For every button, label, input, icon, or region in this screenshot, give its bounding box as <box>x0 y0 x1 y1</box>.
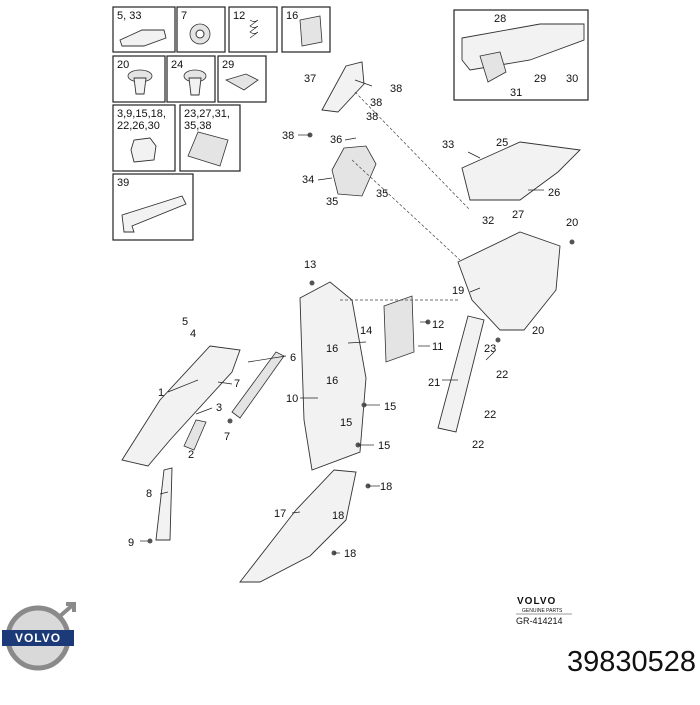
callout-25: 25 <box>496 137 508 149</box>
callout-29: 29 <box>534 73 546 85</box>
svg-text:VOLVO: VOLVO <box>517 596 556 607</box>
inset-box-7: 7 <box>176 6 226 53</box>
callout-18: 18 <box>332 510 344 522</box>
callout-35: 35 <box>326 196 338 208</box>
part-1-a-pillar-trim <box>121 345 241 467</box>
leader-lines <box>140 79 544 554</box>
callout-33: 33 <box>442 139 454 151</box>
callout-20: 20 <box>566 217 578 229</box>
callout-22: 22 <box>484 409 496 421</box>
callout-22: 22 <box>472 439 484 451</box>
callout-17: 17 <box>274 508 286 520</box>
callout-38: 38 <box>366 111 378 123</box>
callout-7: 7 <box>234 378 240 390</box>
volvo-logo: VOLVO <box>2 602 76 671</box>
callout-36: 36 <box>330 134 342 146</box>
inset-box-29: 29 <box>217 55 267 103</box>
svg-text:12: 12 <box>233 10 245 22</box>
inset-box-12: 12 <box>228 6 278 53</box>
genuine-parts-stamp: VOLVO GENUINE PARTS GR-414214 <box>516 596 572 626</box>
callout-15: 15 <box>340 417 352 429</box>
callout-11: 11 <box>432 341 443 353</box>
callout-31: 31 <box>510 87 522 99</box>
callout-22: 22 <box>496 369 508 381</box>
callout-7: 7 <box>224 431 230 443</box>
svg-text:5, 33: 5, 33 <box>117 10 141 22</box>
inset-box-20: 20 <box>112 55 166 103</box>
callout-21: 21 <box>428 377 440 389</box>
callout-12: 12 <box>432 319 444 331</box>
callout-labels: 28 29 30 31 37 38 38 38 38 36 34 35 35 3… <box>128 13 578 560</box>
callout-8: 8 <box>146 488 152 500</box>
callout-13: 13 <box>304 259 316 271</box>
svg-text:3,9,15,18,22,26,30: 3,9,15,18,22,26,30 <box>117 108 166 132</box>
part-10-b-pillar <box>299 281 367 471</box>
svg-text:20: 20 <box>117 59 129 71</box>
part-19-quarter-panel <box>457 231 561 331</box>
callout-15: 15 <box>378 440 390 452</box>
callout-15: 15 <box>384 401 396 413</box>
callout-30: 30 <box>566 73 578 85</box>
callout-5: 5 <box>182 316 188 328</box>
inset-box-16: 16 <box>281 6 331 53</box>
callout-26: 26 <box>548 187 560 199</box>
inset-box-5-33: 5, 33 <box>112 6 176 53</box>
callout-37: 37 <box>304 73 316 85</box>
svg-text:23,27,31,35,38: 23,27,31,35,38 <box>184 108 230 132</box>
part-8-lower-trim <box>155 467 173 541</box>
part-11-plate <box>383 295 415 363</box>
svg-text:29: 29 <box>222 59 234 71</box>
fastener-dots <box>147 132 575 556</box>
callout-4: 4 <box>190 328 196 340</box>
callout-27: 27 <box>512 209 524 221</box>
callout-18: 18 <box>380 481 392 493</box>
part-2-insert <box>183 419 207 451</box>
callout-6: 6 <box>290 352 296 364</box>
callout-20: 20 <box>532 325 544 337</box>
callout-28: 28 <box>494 13 506 25</box>
callout-38: 38 <box>390 83 402 95</box>
svg-text:GENUINE PARTS: GENUINE PARTS <box>522 608 563 614</box>
part-17-sill-trim <box>239 469 357 583</box>
svg-text:16: 16 <box>286 10 298 22</box>
inset-box-24: 24 <box>166 55 216 103</box>
part-37-cover <box>321 61 365 113</box>
callout-38: 38 <box>370 97 382 109</box>
inset-box-39: 39 <box>112 173 194 241</box>
inset-box-clip-b: 23,27,31,35,38 <box>179 104 241 172</box>
callout-35: 35 <box>376 188 388 200</box>
callout-10: 10 <box>286 393 298 405</box>
callout-9: 9 <box>128 537 134 549</box>
callout-19: 19 <box>452 285 464 297</box>
part-21-trim <box>437 315 485 433</box>
part-number: 39830528 <box>566 646 696 678</box>
callout-1: 1 <box>158 387 164 399</box>
inset-box-clip-a: 3,9,15,18,22,26,30 <box>112 104 176 172</box>
callout-38: 38 <box>282 130 294 142</box>
part-25-panel <box>461 141 581 201</box>
callout-32: 32 <box>482 215 494 227</box>
callout-23: 23 <box>484 343 496 355</box>
svg-text:39: 39 <box>117 177 129 189</box>
callout-18: 18 <box>344 548 356 560</box>
callout-16: 16 <box>326 375 338 387</box>
svg-text:GR-414214: GR-414214 <box>516 616 563 626</box>
inset-box-28 <box>453 9 589 101</box>
svg-text:7: 7 <box>181 10 187 22</box>
callout-16: 16 <box>326 343 338 355</box>
svg-text:24: 24 <box>171 59 183 71</box>
callout-14: 14 <box>360 325 372 337</box>
part-34-bracket <box>331 145 377 197</box>
callout-3: 3 <box>216 402 222 414</box>
svg-text:VOLVO: VOLVO <box>15 631 61 645</box>
callout-2: 2 <box>188 449 194 461</box>
callout-34: 34 <box>302 174 314 186</box>
